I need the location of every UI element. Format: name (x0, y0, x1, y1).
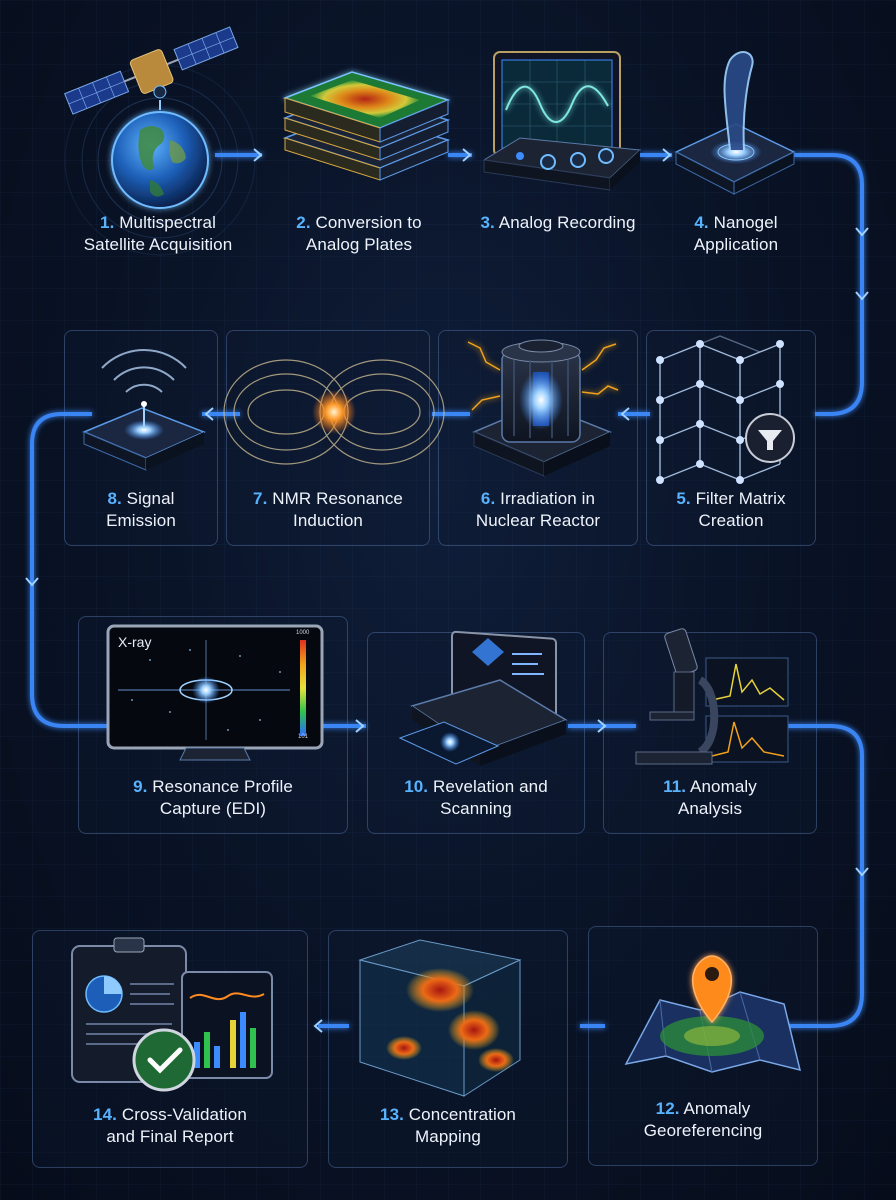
xray-monitor-title: X-ray (118, 634, 152, 650)
step-label-14: 14. Cross-Validation and Final Report (93, 1105, 247, 1146)
step-label-3: 3. Analog Recording (480, 213, 636, 232)
oscilloscope-illustration (482, 51, 642, 191)
xray-scale-top: 1000 (296, 630, 310, 636)
nuclear-reactor-illustration (467, 339, 619, 477)
step-label-8: 8. Signal Emission (106, 489, 176, 530)
step-label-6: 6. Irradiation in Nuclear Reactor (475, 489, 601, 530)
xray-monitor-illustration (106, 624, 324, 761)
microscope-illustration (635, 628, 789, 765)
step-label-9: 9. Resonance Profile Capture (EDI) (133, 777, 293, 818)
signal-emitter-illustration (82, 349, 206, 471)
step-label-1: 1. Multispectral Satellite Acquisition (83, 213, 233, 254)
step-label-2: 2. Conversion to Analog Plates (296, 213, 422, 254)
step-label-7: 7. NMR Resonance Induction (253, 489, 403, 530)
report-illustration (71, 937, 273, 1092)
step-label-4: 4. Nanogel Application (693, 213, 779, 254)
xray-scale-bottom: 101 (298, 734, 309, 740)
step-label-12: 12. Anomaly Georeferencing (643, 1099, 763, 1140)
nanogel-illustration (674, 51, 796, 195)
filter-matrix-illustration (656, 335, 795, 484)
step-label-5: 5. Filter Matrix Creation (676, 489, 786, 530)
concentration-cube-illustration (358, 939, 522, 1097)
step-label-10: 10. Revelation and Scanning (404, 777, 548, 818)
step-label-11: 11. Anomaly Analysis (663, 777, 757, 818)
nmr-field-illustration (223, 359, 445, 465)
flow-arrows (25, 148, 869, 1033)
nmr-core-glow (312, 390, 356, 434)
analog-plates-illustration (282, 71, 451, 181)
map-pin-illustration (624, 955, 802, 1073)
satellite-earth-illustration (64, 26, 256, 256)
step-label-13: 13. Concentration Mapping (380, 1105, 516, 1146)
flow-connector (30, 153, 864, 1028)
scanner-illustration (398, 630, 568, 766)
